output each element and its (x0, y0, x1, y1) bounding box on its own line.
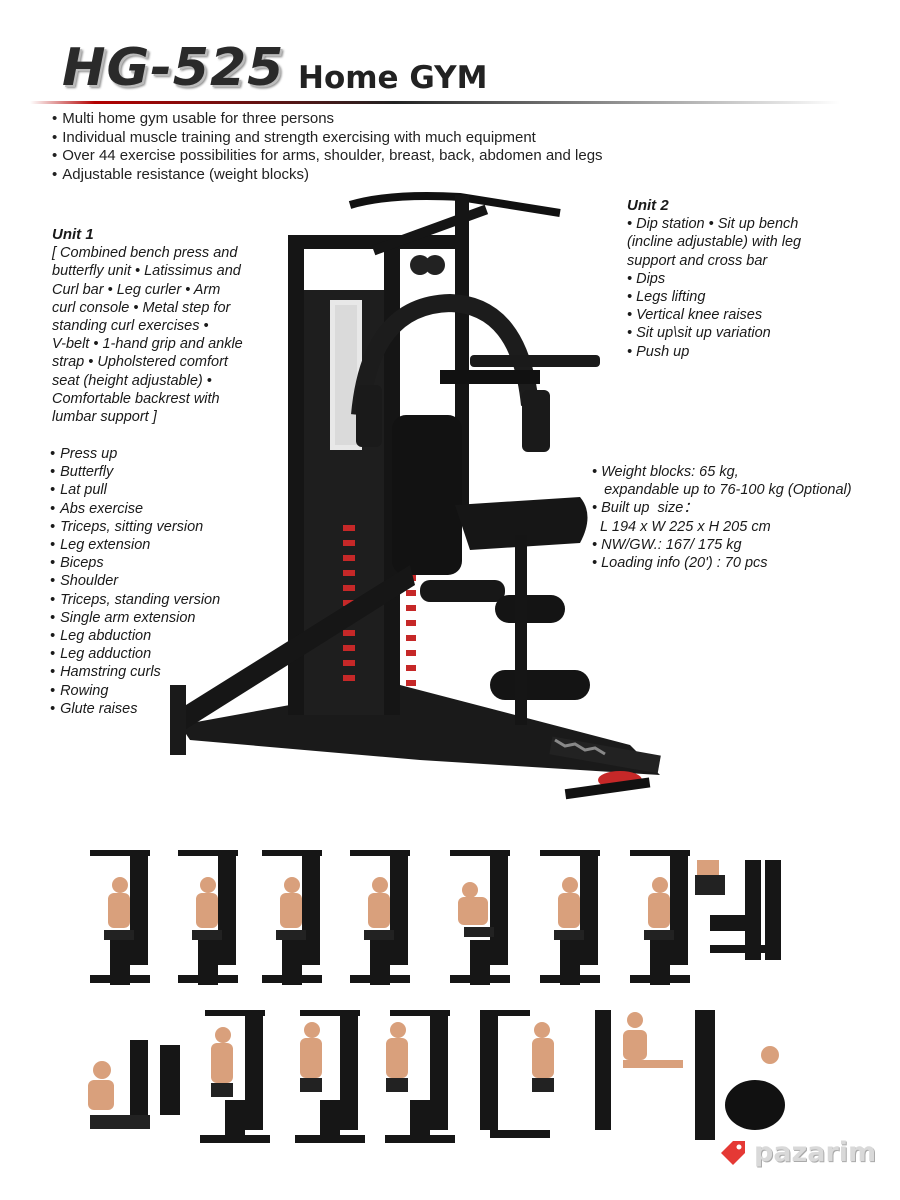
exercise-item: Leg abduction (50, 627, 220, 645)
unit-1-line: V-belt • 1-hand grip and ankle (52, 336, 243, 353)
exercise-item: Leg adduction (50, 645, 220, 663)
exercise-item: Butterfly (50, 463, 220, 481)
exercise-demo-row-2 (88, 1010, 785, 1143)
exercise-item: Lat pull (50, 481, 220, 499)
unit-1-title: Unit 1 (52, 226, 94, 243)
exercise-demo-image (90, 850, 150, 985)
spec-item: expandable up to 76-100 kg (Optional) (592, 482, 852, 499)
exercise-demo-image (450, 850, 510, 985)
exercise-item: Hamstring curls (50, 663, 220, 681)
spec-item: • Loading info (20') : 70 pcs (592, 555, 768, 572)
exercise-item: Biceps (50, 554, 220, 572)
exercise-demo-image (350, 850, 410, 985)
feature-item: Adjustable resistance (weight blocks) (52, 166, 603, 185)
specifications-list: • Weight blocks: 65 kg, expandable up to… (592, 463, 852, 572)
exercise-item: Rowing (50, 682, 220, 700)
unit-1-line: Comfortable backrest with (52, 390, 220, 407)
watermark: pazarim (718, 1137, 876, 1168)
exercise-demo-image (178, 850, 238, 985)
exercise-item: Triceps, sitting version (50, 518, 220, 536)
unit-2-description: Unit 2 • Dip station • Sit up bench (inc… (627, 197, 857, 361)
unit-1-line: lumbar support ] (52, 409, 157, 426)
feature-item: Multi home gym usable for three persons (52, 110, 603, 129)
exercise-item: Glute raises (50, 700, 220, 718)
exercise-demo-image (695, 860, 781, 960)
exercise-demo-image (480, 1010, 554, 1138)
watermark-text: pazarim (754, 1137, 877, 1168)
unit-2-line: • Legs lifting (627, 289, 706, 306)
spec-item: • Weight blocks: 65 kg, (592, 464, 739, 480)
tag-icon (721, 1140, 745, 1165)
title-divider (30, 101, 840, 104)
exercise-demo-image (595, 1010, 715, 1140)
unit-2-line: • Push up (627, 343, 690, 360)
exercise-demo-image (88, 1040, 180, 1129)
exercise-demo-row-1 (90, 850, 781, 985)
unit-1-line: seat (height adjustable) • (52, 372, 212, 389)
exercise-item: Shoulder (50, 572, 220, 590)
exercise-item: Triceps, standing version (50, 591, 220, 609)
unit-1-line: butterfly unit • Latissimus and (52, 263, 241, 280)
unit-2-line: • Dips (627, 270, 666, 287)
exercise-demo-image (725, 1046, 785, 1130)
exercise-demo-image (262, 850, 322, 985)
exercise-item: Abs exercise (50, 500, 220, 518)
exercise-demo-image (295, 1010, 365, 1143)
unit-1-description: Unit 1 [ Combined bench press and butter… (52, 226, 282, 426)
exercise-demo-image (630, 850, 690, 985)
unit-2-title: Unit 2 (627, 197, 669, 214)
unit-2-line: • Sit up\sit up variation (627, 325, 771, 342)
exercise-demo-image (385, 1010, 455, 1143)
exercise-item: Press up (50, 445, 220, 463)
product-subtitle: Home GYM (298, 60, 488, 96)
unit-2-line: • Vertical knee raises (627, 307, 763, 324)
unit-1-line: Curl bar • Leg curler • Arm (52, 281, 221, 298)
feature-item: Over 44 exercise possibilities for arms,… (52, 147, 602, 166)
unit-2-line: • Dip station • Sit up bench (627, 216, 799, 233)
unit-2-line: support and cross bar (627, 252, 768, 269)
spec-item: • NW/GW.: 167/ 175 kg (592, 536, 742, 553)
exercise-demo-image (540, 850, 600, 985)
unit-1-exercise-list: Press up Butterfly Lat pull Abs exercise… (50, 445, 220, 718)
exercise-item: Leg extension (50, 536, 220, 554)
exercise-item: Single arm extension (50, 609, 220, 627)
unit-2-line: (incline adjustable) with leg (627, 234, 802, 251)
unit-1-line: standing curl exercises • (52, 318, 209, 335)
feature-list: Multi home gym usable for three persons … (52, 110, 603, 185)
unit-1-line: curl console • Metal step for (52, 299, 231, 316)
exercise-demo-image (200, 1010, 270, 1143)
spec-item: • Built up size： (592, 500, 698, 517)
spec-item: L 194 x W 225 x H 205 cm (592, 518, 771, 535)
home-gym-machine-image (170, 192, 661, 800)
unit-1-line: strap • Upholstered comfort (52, 354, 228, 371)
model-name: HG-525 (62, 38, 285, 98)
unit-1-line: [ Combined bench press and (52, 245, 238, 262)
feature-item: Individual muscle training and strength … (52, 129, 603, 148)
